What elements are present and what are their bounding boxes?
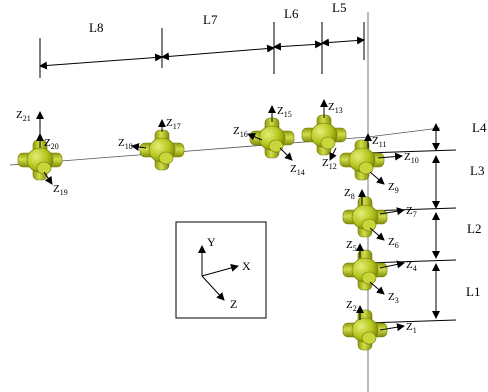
z-axis-arrow [279, 147, 293, 161]
z-axis-label: Z15 [277, 105, 292, 119]
joint-4 [339, 139, 385, 181]
label-L4: L4 [472, 120, 487, 135]
joint-5 [301, 114, 347, 156]
label-L2: L2 [467, 221, 481, 236]
joint-8 [17, 139, 63, 181]
z-axis-arrow [369, 227, 385, 241]
z-axis-arrow [247, 133, 263, 141]
joint-2 [342, 249, 388, 291]
z-axis-label: Z8 [344, 187, 355, 201]
z-axis-label: Z14 [290, 163, 305, 177]
frame-x-label: X [242, 259, 251, 273]
label-L5: L5 [332, 0, 346, 15]
z-axis-label: Z5 [346, 239, 357, 253]
z-axis-arrow [379, 207, 405, 216]
z-axis-label: Z19 [53, 183, 68, 197]
z-axis-arrow [369, 281, 385, 295]
z-axis-arrow [379, 323, 405, 332]
reference-frame: Y X Z [175, 221, 267, 319]
label-L6: L6 [284, 6, 299, 21]
label-L1: L1 [466, 284, 480, 299]
z-axis-arrow [43, 171, 53, 185]
z-axis-label: Z4 [406, 259, 417, 273]
top-dimensions: L8 L7 L6 L5 [39, 0, 365, 78]
z-axis-arrow [131, 143, 147, 151]
z-axis-label: Z21 [16, 109, 31, 123]
label-L7: L7 [203, 12, 218, 27]
z-axis-arrow [377, 152, 403, 161]
label-L3: L3 [470, 163, 484, 178]
z-axis-label: Z6 [388, 236, 399, 250]
z-axis-label: Z7 [406, 205, 417, 219]
z-axis-label: Z20 [44, 137, 59, 151]
joint-7 [139, 129, 185, 171]
z-axis-label: Z16 [233, 125, 248, 139]
z-axis-arrow [369, 171, 385, 185]
joint-3 [342, 196, 388, 238]
z-axis-label: Z2 [346, 299, 357, 313]
frame-z-label: Z [230, 297, 237, 311]
z-axis-label: Z1 [406, 321, 417, 335]
z-axis-label: Z10 [404, 151, 419, 165]
label-L8: L8 [89, 20, 103, 35]
right-dimensions: L4 L3 L2 L1 [367, 120, 487, 324]
z-axis-arrow [329, 147, 337, 161]
z-axis-label: Z18 [118, 137, 133, 151]
frame-y-label: Y [207, 235, 216, 249]
z-axis-label: Z12 [322, 157, 337, 171]
z-axis-label: Z13 [328, 101, 343, 115]
z-axis-label: Z11 [372, 135, 386, 149]
z-axis-label: Z3 [388, 291, 399, 305]
joint-6 [249, 117, 295, 159]
joint-group [17, 114, 388, 351]
z-axis-arrow [379, 260, 405, 269]
z-axis-label: Z9 [388, 181, 399, 195]
z-axis-label: Z17 [166, 117, 181, 131]
joint-1 [342, 309, 388, 351]
